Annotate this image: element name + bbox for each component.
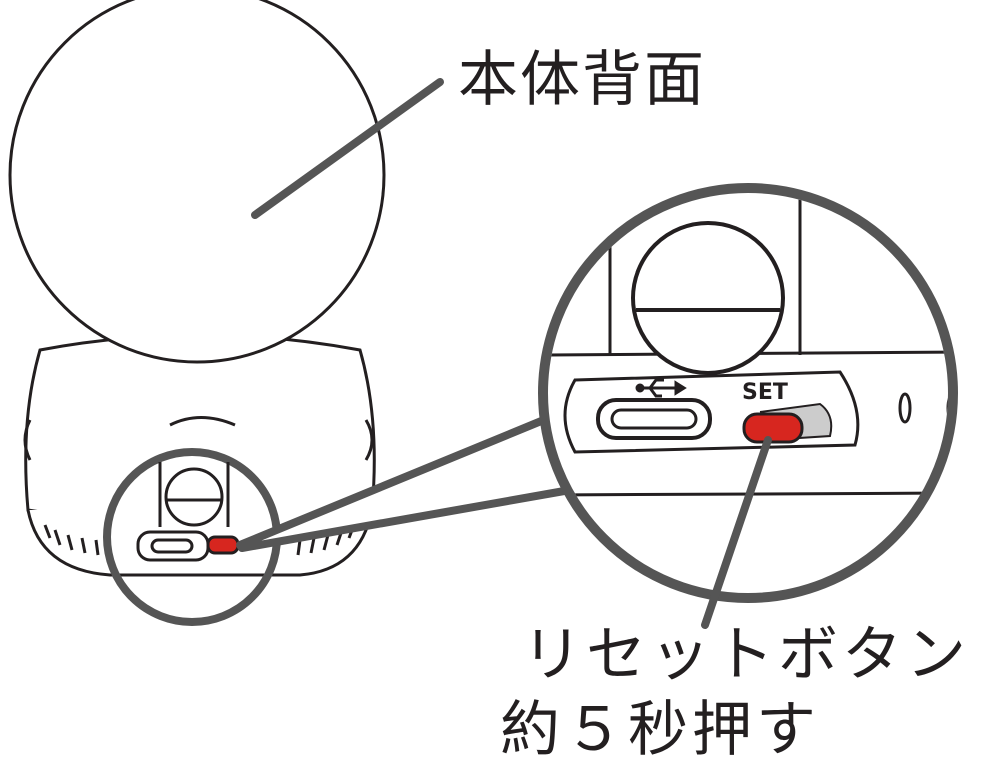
usb-icon: [635, 378, 687, 398]
reset-button-zoomed: [742, 412, 804, 444]
leader-back: [251, 78, 444, 219]
label-reset-button: リセットボタン: [522, 620, 970, 690]
leader-reset: [701, 436, 772, 629]
vent-slots-left: [43, 524, 100, 556]
small-detail: [136, 462, 240, 562]
camera-unit: [8, 0, 386, 577]
label-press-instruction: 約５秒押す: [500, 695, 820, 765]
label-back-of-unit: 本体背面: [458, 45, 706, 115]
set-marking: SET: [742, 380, 788, 405]
camera-globe: [8, 0, 386, 364]
